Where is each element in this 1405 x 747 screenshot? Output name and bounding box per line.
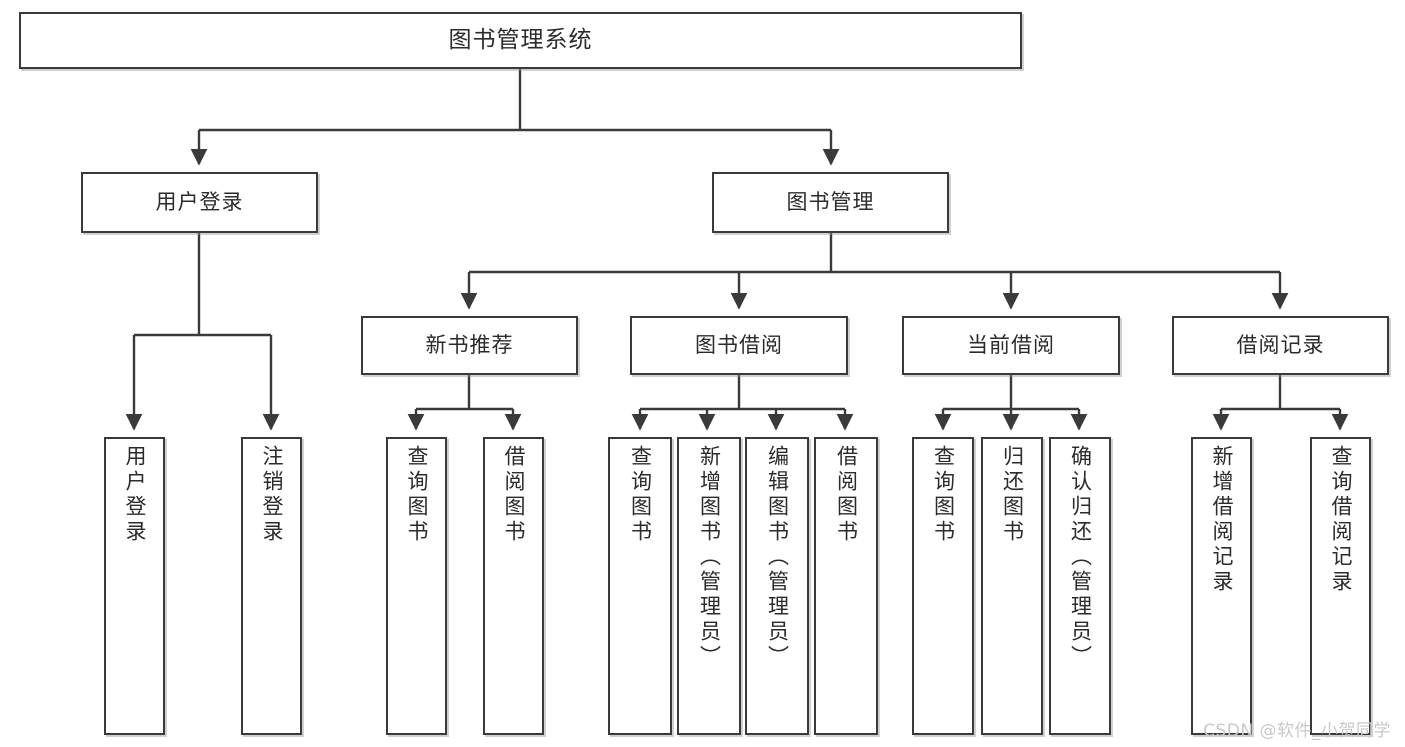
node-label: 借阅记录 [1236, 333, 1325, 358]
node-current-borrow[interactable]: 当前借阅 [902, 316, 1120, 375]
edges-borrowrecord-to-leaves [1212, 375, 1349, 431]
edges-newbookrec-to-leaves [407, 375, 522, 431]
edges-bookborrow-to-leaves [631, 375, 854, 431]
leaf-return-book[interactable]: 归还图书 [981, 437, 1043, 735]
node-label: 图书管理 [786, 190, 875, 215]
node-label: 查询图书 [628, 445, 653, 545]
node-label: 用户登录 [123, 445, 147, 545]
node-label: 当前借阅 [967, 333, 1055, 358]
node-label: 查询图书 [405, 445, 429, 545]
node-borrow-record[interactable]: 借阅记录 [1172, 316, 1389, 375]
leaf-user-login[interactable]: 用户登录 [104, 437, 165, 735]
leaf-query-book-recommend[interactable]: 查询图书 [386, 437, 447, 735]
node-label: 注销登录 [260, 445, 284, 545]
leaf-borrow-book-recommend[interactable]: 借阅图书 [483, 437, 544, 735]
node-label: 确认归还（管理员） [1068, 445, 1093, 670]
node-book-manage[interactable]: 图书管理 [712, 172, 949, 233]
node-label: 借阅图书 [834, 445, 859, 545]
leaf-query-book-borrow[interactable]: 查询图书 [608, 437, 672, 735]
node-new-book-recommend[interactable]: 新书推荐 [361, 316, 578, 375]
leaf-query-book-current[interactable]: 查询图书 [912, 437, 974, 735]
node-label: 图书管理系统 [448, 26, 593, 53]
leaf-query-borrow-record[interactable]: 查询借阅记录 [1310, 437, 1371, 735]
leaf-add-book-admin[interactable]: 新增图书（管理员） [677, 437, 741, 735]
node-label: 编辑图书（管理员） [765, 445, 790, 670]
leaf-borrow-book-borrow[interactable]: 借阅图书 [814, 437, 878, 735]
edges-currentborrow-to-leaves [934, 375, 1088, 431]
node-label: 用户登录 [155, 190, 244, 215]
node-label: 新增借阅记录 [1210, 445, 1234, 595]
node-book-borrow[interactable]: 图书借阅 [630, 316, 848, 375]
leaf-logout[interactable]: 注销登录 [241, 437, 302, 735]
node-label: 新增图书（管理员） [697, 445, 722, 670]
leaf-confirm-return-admin[interactable]: 确认归还（管理员） [1049, 437, 1111, 735]
node-root-system[interactable]: 图书管理系统 [19, 12, 1022, 69]
node-label: 图书借阅 [695, 333, 783, 358]
node-user-login[interactable]: 用户登录 [81, 172, 318, 233]
csdn-watermark: CSDN @软件_小贺同学 [1203, 721, 1391, 741]
edges-userlogin-to-leaves [125, 233, 280, 431]
node-label: 查询图书 [931, 445, 956, 545]
node-label: 新书推荐 [425, 333, 514, 358]
leaf-add-borrow-record[interactable]: 新增借阅记录 [1191, 437, 1252, 735]
edges-bookmanage-to-level3 [460, 233, 1289, 310]
node-label: 查询借阅记录 [1329, 445, 1353, 595]
node-label: 借阅图书 [502, 445, 526, 545]
leaf-edit-book-admin[interactable]: 编辑图书（管理员） [745, 437, 809, 735]
edges-root-to-level2 [190, 69, 840, 166]
node-label: 归还图书 [1000, 445, 1025, 545]
